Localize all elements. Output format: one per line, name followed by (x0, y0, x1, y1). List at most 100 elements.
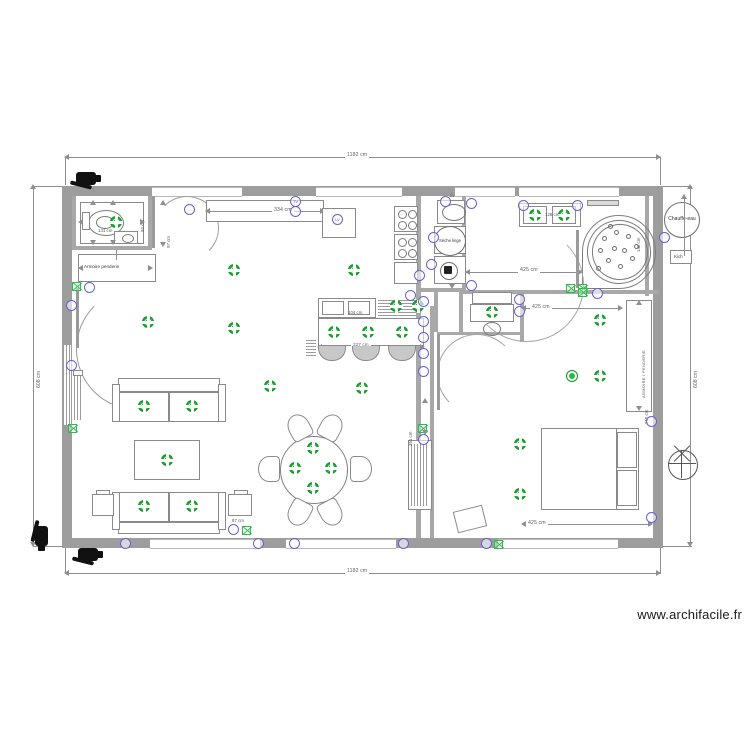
spotlight-vanity-2[interactable] (558, 209, 571, 222)
spotlight-bedroom-3[interactable] (566, 370, 578, 382)
outlet-top-wall-3[interactable] (184, 204, 195, 215)
light-switch-entry[interactable] (72, 282, 81, 291)
spotlight-sink[interactable] (390, 300, 403, 313)
wardrobe-left[interactable] (78, 254, 156, 282)
power-outlet-entry[interactable] (84, 282, 95, 293)
outlet-bedroom-2[interactable] (646, 512, 657, 523)
outlet-laundry-3[interactable] (440, 196, 451, 207)
outlet-vanity-right[interactable] (572, 200, 583, 211)
spotlight-coffee-table[interactable] (161, 454, 174, 467)
sink-basin-right (348, 301, 370, 315)
dining-table[interactable] (280, 436, 348, 504)
dining-chair-3[interactable] (258, 456, 280, 482)
bathtub-outer[interactable] (582, 215, 656, 289)
spotlight-open-7[interactable] (514, 438, 527, 451)
desk-top-shelf[interactable] (472, 292, 512, 304)
office-dim-line (522, 308, 622, 309)
outlet-laundry-4[interactable] (466, 198, 477, 209)
hall-radiator-fins (411, 444, 429, 506)
jet-8 (598, 248, 603, 253)
wall-laundry-bottom (421, 288, 466, 292)
spotlight-island-3[interactable] (396, 326, 409, 339)
outlet-hall[interactable] (418, 434, 429, 445)
side-table-left[interactable] (92, 494, 114, 516)
spotlight-vanity-1[interactable] (529, 209, 542, 222)
switch-living-1[interactable] (242, 526, 251, 535)
spotlight-bedroom-2[interactable] (594, 370, 607, 383)
window-top-2 (316, 187, 402, 197)
spotlight-dining-2[interactable] (289, 462, 302, 475)
outlet-water-heater[interactable] (659, 232, 670, 243)
floor-cushion[interactable] (452, 504, 488, 534)
bar-stool-2[interactable] (352, 346, 380, 361)
spotlight-open-1[interactable] (228, 264, 241, 277)
tv-unit[interactable] (74, 376, 82, 420)
outlet-kitchen-2[interactable] (418, 316, 429, 327)
outlet-top-wall-2[interactable] (290, 206, 301, 217)
outlet-laundry-1[interactable] (426, 259, 437, 270)
outlet-kitchen-3[interactable] (418, 332, 429, 343)
spotlight-wc[interactable] (110, 216, 123, 229)
outlet-kitchen-1[interactable] (405, 290, 416, 301)
utility-box[interactable] (670, 250, 692, 264)
outlet-kitchen-5[interactable] (414, 270, 425, 281)
switch-wall-bottom[interactable] (494, 540, 503, 549)
spotlight-desk[interactable] (486, 306, 499, 319)
water-heater[interactable]: Chauffe-eau (664, 202, 700, 238)
outlet-kitchen-4[interactable] (418, 296, 429, 307)
spotlight-sofa-top-2[interactable] (186, 400, 199, 413)
desk-chair[interactable] (483, 322, 501, 336)
spotlight-sofa-bottom-1[interactable] (138, 500, 151, 513)
side-table-dimension: 87 cm (232, 518, 244, 523)
bar-stool-1[interactable] (318, 346, 346, 361)
switch-bedroom[interactable] (578, 288, 587, 297)
spotlight-dining-3[interactable] (325, 462, 338, 475)
jet-6 (618, 264, 623, 269)
spotlight-open-2[interactable] (348, 264, 361, 277)
spotlight-island-2[interactable] (362, 326, 375, 339)
spotlight-open-3[interactable] (142, 316, 155, 329)
outlet-hall-3[interactable] (418, 366, 429, 377)
dining-chair-4[interactable] (350, 456, 372, 482)
wc-dim-arrow-down (110, 240, 116, 245)
outlet-vanity-left[interactable] (518, 200, 529, 211)
light-switch-bathroom-2[interactable] (566, 284, 575, 293)
spotlight-open-4[interactable] (228, 322, 241, 335)
outlet-laundry-2[interactable] (428, 232, 439, 243)
switch-living-2[interactable] (68, 424, 77, 433)
spotlight-sofa-bottom-2[interactable] (186, 500, 199, 513)
wall-exterior-right (653, 186, 663, 548)
jet-7 (606, 258, 611, 263)
spotlight-open-6[interactable] (356, 382, 369, 395)
outlet-living-3[interactable] (253, 538, 264, 549)
outlet-side-table[interactable]: LV (332, 214, 343, 225)
spotlight-dining-1[interactable] (307, 442, 320, 455)
outlet-bedroom-1[interactable] (646, 416, 657, 427)
jet-2 (614, 230, 619, 235)
outlet-bedroom-3[interactable] (592, 288, 603, 299)
door-leaf-wc (152, 196, 155, 248)
bar-stool-3[interactable] (388, 346, 416, 361)
outlet-wall-left-2[interactable] (66, 300, 77, 311)
outlet-office-2[interactable] (514, 306, 525, 317)
spotlight-island-1[interactable] (328, 326, 341, 339)
outlet-wall-bottom-3[interactable] (481, 538, 492, 549)
spotlight-dining-4[interactable] (307, 482, 320, 495)
outlet-living-1[interactable] (228, 524, 239, 535)
bed-dim-arrow-left (521, 521, 526, 527)
outlet-office-1[interactable] (514, 294, 525, 305)
wc-dim-arrow-right (140, 219, 145, 225)
outlet-living-2[interactable] (120, 538, 131, 549)
outlet-wall-left-1[interactable] (66, 360, 77, 371)
outlet-wall-bottom-1[interactable] (289, 538, 300, 549)
side-table-right[interactable] (228, 494, 252, 516)
bed-dimension: 425 cm (526, 520, 548, 526)
spotlight-sofa-top-1[interactable] (138, 400, 151, 413)
outlet-wall-bottom-2[interactable] (398, 538, 409, 549)
spotlight-open-8[interactable] (514, 488, 527, 501)
spotlight-open-5[interactable] (264, 380, 277, 393)
outlet-hall-2[interactable] (418, 348, 429, 359)
wardrobe-right[interactable] (626, 300, 652, 412)
spotlight-bedroom-1[interactable] (594, 314, 607, 327)
